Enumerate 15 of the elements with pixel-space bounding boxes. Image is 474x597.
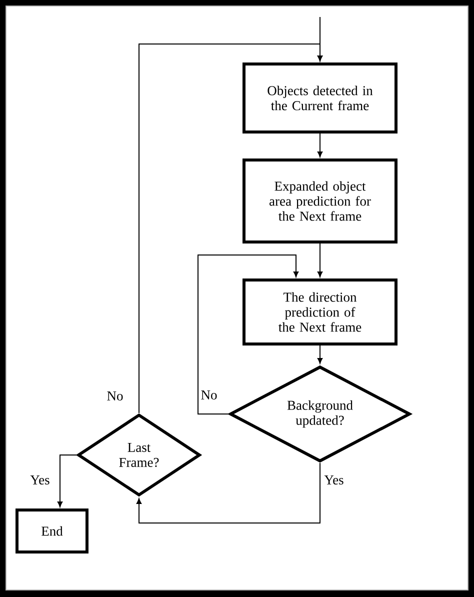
process-box: Objects detected in the Current frame xyxy=(242,62,398,134)
edge-label: Yes xyxy=(29,474,51,486)
edge-label: No xyxy=(200,390,218,400)
edge-label: Yes xyxy=(323,474,345,486)
arrow xyxy=(317,133,323,158)
arrow xyxy=(138,44,323,414)
arrow xyxy=(317,243,323,278)
edge-label: No xyxy=(106,390,124,402)
arrow xyxy=(198,254,299,414)
arrow xyxy=(136,462,320,524)
process-box: The direction prediction of the Next frame xyxy=(242,278,398,346)
arrow xyxy=(317,345,323,364)
process-box: Expanded object area prediction for the Next frame xyxy=(242,158,398,244)
end-box: End xyxy=(16,508,88,554)
arrow xyxy=(57,454,77,508)
